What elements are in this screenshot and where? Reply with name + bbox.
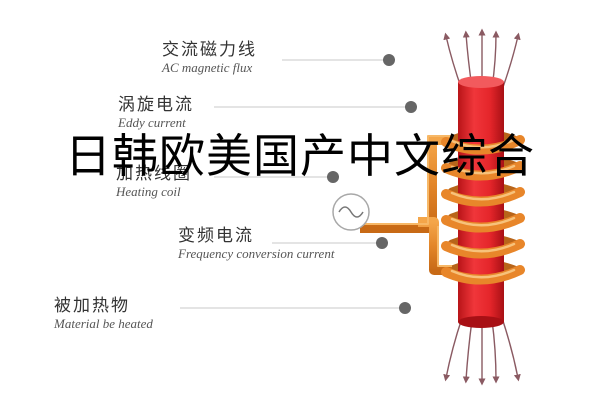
- label-frequency-conversion-current: 变频电流 Frequency conversion current: [178, 226, 334, 262]
- label-cn: 被加热物: [54, 296, 130, 316]
- leader-dot-ac-flux: [383, 54, 395, 66]
- label-en: AC magnetic flux: [162, 60, 253, 75]
- heating-coil: [441, 135, 525, 285]
- label-en: Material be heated: [54, 316, 153, 331]
- coil-leads-highlight: [360, 135, 452, 267]
- leader-dot-freq: [376, 237, 388, 249]
- label-heating-coil: 加热线圈 Heating coil: [116, 164, 192, 200]
- label-eddy-current: 涡旋电流 Eddy current: [118, 95, 194, 131]
- label-en: Eddy current: [118, 115, 186, 130]
- label-en: Frequency conversion current: [178, 246, 335, 261]
- label-ac-magnetic-flux: 交流磁力线 AC magnetic flux: [162, 40, 257, 76]
- label-cn: 交流磁力线: [162, 40, 257, 60]
- leader-dot-eddy: [405, 101, 417, 113]
- leader-lines: [180, 59, 410, 309]
- coil-highlights: [450, 138, 516, 279]
- label-material-be-heated: 被加热物 Material be heated: [54, 296, 153, 332]
- leader-dot-coil: [327, 171, 339, 183]
- overlay-watermark-text: 日韩欧美国产中文综合: [65, 129, 535, 183]
- sine-wave-circle-icon: [332, 193, 370, 231]
- leader-dots: [327, 54, 417, 314]
- label-cn: 涡旋电流: [118, 95, 194, 115]
- label-en: Heating coil: [116, 184, 181, 199]
- label-cn: 加热线圈: [116, 164, 192, 184]
- label-cn: 变频电流: [178, 226, 254, 246]
- leader-dot-material: [399, 302, 411, 314]
